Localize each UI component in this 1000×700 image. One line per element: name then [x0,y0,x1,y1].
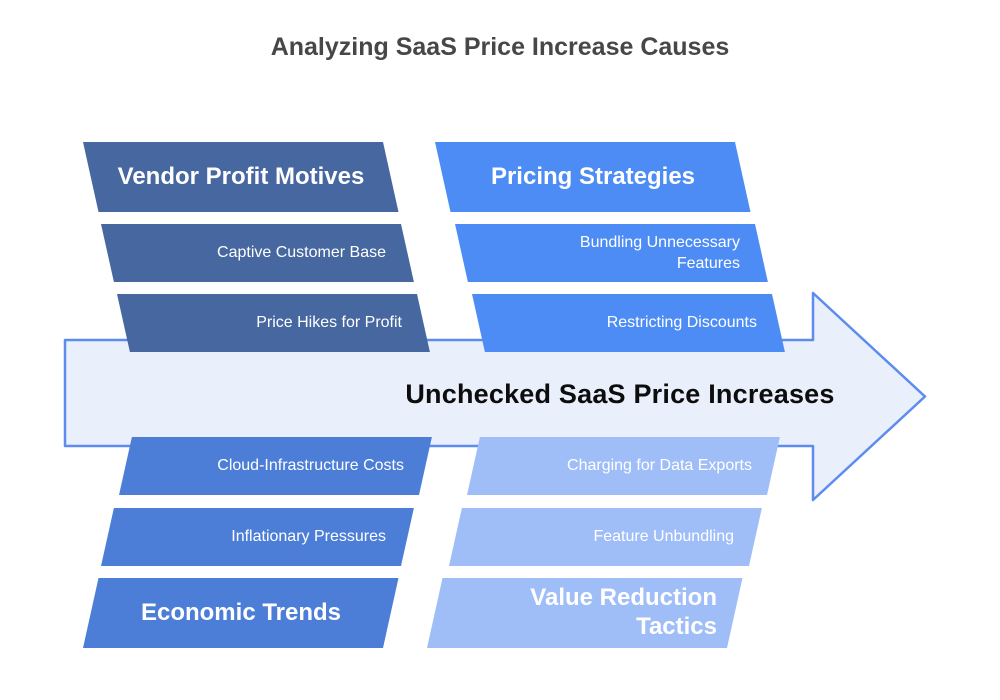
bar-label: Feature Unbundling [593,528,734,546]
diagram-title: Analyzing SaaS Price Increase Causes [270,33,730,61]
bar-value-reduction-tactics: Value Reduction Tactics [427,578,743,648]
bar-label: Economic Trends [140,598,342,626]
bar-label: Price Hikes for Profit [256,314,402,332]
bar-charging-for-data-exports: Charging for Data Exports [467,437,780,495]
bar-label: Bundling Unnecessary Features [579,233,740,272]
bar-price-hikes-for-profit: Price Hikes for Profit [117,294,430,352]
bar-captive-customer-base: Captive Customer Base [101,224,414,282]
bar-vendor-profit-motives: Vendor Profit Motives [83,142,399,212]
bar-restricting-discounts: Restricting Discounts [472,294,785,352]
bar-feature-unbundling: Feature Unbundling [449,508,762,566]
bar-inflationary-pressures: Inflationary Pressures [101,508,414,566]
bar-label: Restricting Discounts [606,314,757,332]
bar-pricing-strategies: Pricing Strategies [435,142,751,212]
bar-label: Captive Customer Base [217,244,386,262]
bar-cloud-infrastructure-costs: Cloud-Infrastructure Costs [119,437,432,495]
bar-label: Cloud-Infrastructure Costs [217,457,404,475]
bar-label: Inflationary Pressures [231,528,386,546]
bar-bundling-unnecessary-features: Bundling Unnecessary Features [455,224,768,282]
bar-label: Charging for Data Exports [567,457,752,475]
bar-economic-trends: Economic Trends [83,578,399,648]
center-arrow-label: Unchecked SaaS Price Increases [405,379,835,409]
bar-label: Pricing Strategies [490,162,696,190]
bar-label: Vendor Profit Motives [117,162,365,190]
bar-label: Value Reduction Tactics [530,584,717,640]
